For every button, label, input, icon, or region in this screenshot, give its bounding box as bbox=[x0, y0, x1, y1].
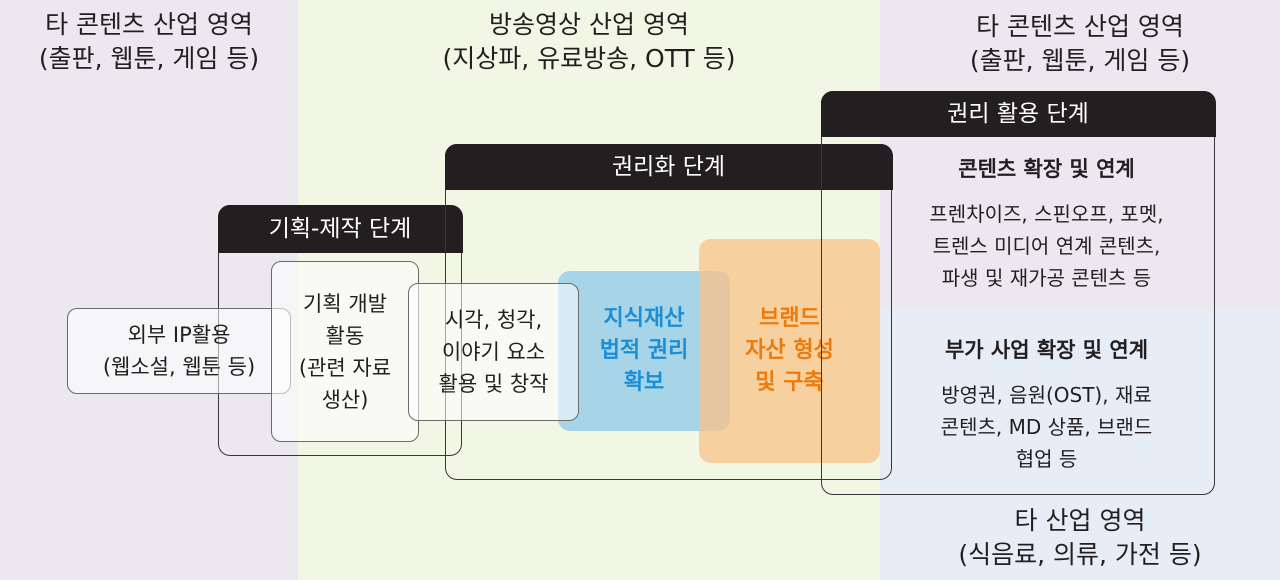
content-extension-title: 콘텐츠 확장 및 연계 bbox=[958, 157, 1135, 181]
other-industry-zone bbox=[880, 310, 1280, 580]
planning-dev-line4: 생산) bbox=[321, 387, 369, 412]
planning-dev-line3: (관련 자료 bbox=[298, 355, 392, 380]
content-extension-line3: 파생 및 재가공 콘텐츠 등 bbox=[941, 266, 1152, 290]
creation-box: 시각, 청각, 이야기 요소 활용 및 창작 bbox=[408, 283, 579, 421]
ip-secure-line3: 확보 bbox=[623, 370, 665, 395]
region-label-broadcast: 방송영상 산업 영역 (지상파, 유료방송, OTT 등) bbox=[298, 8, 880, 76]
region-label-left: 타 콘텐츠 산업 영역 (출판, 웹툰, 게임 등) bbox=[0, 8, 298, 76]
utilization-stage-header: 권리 활용 단계 bbox=[820, 90, 1216, 137]
business-extension-line1: 방영권, 음원(OST), 재료 bbox=[941, 383, 1152, 407]
content-extension-section: 콘텐츠 확장 및 연계 프렌차이즈, 스핀오프, 포멧, 트렌스 미디어 연계 … bbox=[880, 154, 1213, 294]
region-label-right-line2: (출판, 웹툰, 게임 등) bbox=[969, 46, 1191, 75]
business-extension-section: 부가 사업 확장 및 연계 방영권, 음원(OST), 재료 콘텐츠, MD 상… bbox=[880, 335, 1213, 475]
rights-stage-frame: 권리화 단계 bbox=[444, 143, 893, 480]
region-label-other-industry-line1: 타 산업 영역 bbox=[1014, 506, 1146, 535]
creation-line3: 활용 및 창작 bbox=[438, 372, 549, 396]
content-extension-line1: 프렌차이즈, 스핀오프, 포멧, bbox=[929, 202, 1164, 226]
planning-dev-box: 기획 개발 활동 (관련 자료 생산) bbox=[271, 261, 419, 442]
business-extension-line3: 협업 등 bbox=[1015, 447, 1078, 471]
planning-dev-line2: 활동 bbox=[325, 323, 365, 348]
utilization-stage-frame: 권리 활용 단계 bbox=[820, 90, 1216, 495]
ip-secure-line2: 법적 권리 bbox=[599, 338, 689, 363]
region-label-other-industry: 타 산업 영역 (식음료, 의류, 가전 등) bbox=[880, 504, 1280, 572]
business-extension-title: 부가 사업 확장 및 연계 bbox=[944, 338, 1149, 362]
business-extension-body: 방영권, 음원(OST), 재료 콘텐츠, MD 상품, 브랜드 협업 등 bbox=[880, 379, 1213, 475]
external-ip-box: 외부 IP활용 (웹소설, 웹툰 등) bbox=[67, 308, 291, 394]
region-label-broadcast-line2: (지상파, 유료방송, OTT 등) bbox=[442, 44, 736, 73]
brand-line3: 및 구축 bbox=[755, 370, 824, 395]
right-content-industry-zone bbox=[880, 0, 1280, 310]
content-extension-line2: 트렌스 미디어 연계 콘텐츠, bbox=[932, 234, 1161, 258]
region-label-right: 타 콘텐츠 산업 영역 (출판, 웹툰, 게임 등) bbox=[880, 10, 1280, 78]
region-label-left-line1: 타 콘텐츠 산업 영역 bbox=[45, 10, 253, 39]
external-ip-line2: (웹소설, 웹툰 등) bbox=[102, 355, 256, 379]
ip-secure-line1: 지식재산 bbox=[603, 306, 685, 331]
left-content-industry-zone bbox=[0, 0, 298, 580]
region-label-broadcast-line1: 방송영상 산업 영역 bbox=[489, 10, 689, 39]
content-extension-body: 프렌차이즈, 스핀오프, 포멧, 트렌스 미디어 연계 콘텐츠, 파생 및 재가… bbox=[880, 198, 1213, 294]
external-ip-line1: 외부 IP활용 bbox=[127, 323, 231, 347]
planning-stage-frame: 기획-제작 단계 bbox=[217, 204, 463, 456]
region-label-other-industry-line2: (식음료, 의류, 가전 등) bbox=[958, 540, 1202, 569]
brand-block: 브랜드 자산 형성 및 구축 bbox=[699, 239, 880, 463]
creation-line2: 이야기 요소 bbox=[441, 340, 546, 364]
planning-stage-header: 기획-제작 단계 bbox=[217, 204, 463, 253]
region-label-left-line2: (출판, 웹툰, 게임 등) bbox=[38, 44, 260, 73]
creation-line1: 시각, 청각, bbox=[444, 308, 543, 332]
brand-line2: 자산 형성 bbox=[745, 338, 834, 363]
rights-stage-header: 권리화 단계 bbox=[444, 143, 893, 190]
brand-line1: 브랜드 bbox=[759, 306, 820, 331]
region-label-right-line1: 타 콘텐츠 산업 영역 bbox=[976, 12, 1184, 41]
planning-dev-line1: 기획 개발 bbox=[303, 291, 387, 316]
business-extension-line2: 콘텐츠, MD 상품, 브랜드 bbox=[940, 415, 1153, 439]
